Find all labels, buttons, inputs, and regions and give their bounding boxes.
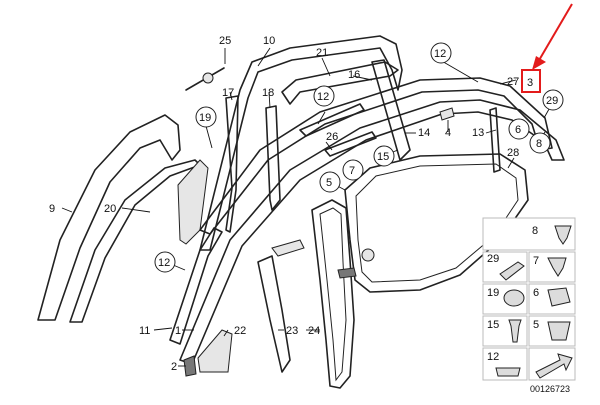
callout-18: 18 xyxy=(262,87,274,99)
callout-9: 9 xyxy=(49,203,55,215)
red-arrowhead xyxy=(532,56,546,70)
callouts: 25 10 21 16 17 18 12 27 3 29 12 19 26 14… xyxy=(49,35,564,373)
legend-label-5: 5 xyxy=(533,319,539,331)
arrow-sticker-icon xyxy=(535,353,573,379)
legend-label-8: 8 xyxy=(532,225,538,237)
part-13-strip xyxy=(489,107,501,173)
drawing-number: 00126723 xyxy=(530,384,570,394)
retainer-clip-icon xyxy=(547,321,571,341)
fastener-legend: 8 29 7 19 6 15 5 12 00126723 xyxy=(482,217,576,394)
leader-lines xyxy=(61,47,554,367)
callout-6: 6 xyxy=(515,124,521,136)
part-16-strip xyxy=(371,59,411,161)
callout-19: 19 xyxy=(199,112,211,124)
part-18-trim xyxy=(265,105,281,211)
callout-23: 23 xyxy=(286,325,298,337)
callout-17: 17 xyxy=(222,87,234,99)
slide-clip-icon xyxy=(499,261,525,281)
legend-label-29: 29 xyxy=(487,253,499,265)
callout-29-ring xyxy=(542,89,564,111)
highlight-box xyxy=(521,69,541,93)
callout-28: 28 xyxy=(507,147,519,159)
legend-label-15: 15 xyxy=(487,319,499,331)
callout-22: 22 xyxy=(234,325,246,337)
part-2-bracket xyxy=(183,355,197,377)
part-25-screw-head xyxy=(202,72,214,84)
callout-12-c: 12 xyxy=(158,257,170,269)
part-4-clip xyxy=(439,107,455,121)
part-1-pillar-strip xyxy=(169,227,223,345)
callout-15-ring xyxy=(373,145,395,167)
callout-2: 2 xyxy=(171,361,177,373)
callout-1: 1 xyxy=(175,325,181,337)
part-24-door-seal-inner xyxy=(319,207,347,382)
callout-12-b: 12 xyxy=(317,91,329,103)
callout-26: 26 xyxy=(326,131,338,143)
part-26-strip xyxy=(324,131,377,157)
callout-5: 5 xyxy=(326,177,332,189)
part-5-small-clip xyxy=(337,267,357,279)
round-clip-icon xyxy=(503,289,525,307)
part-29-roof-strip xyxy=(179,99,565,365)
part-22-corner-piece xyxy=(197,329,233,373)
part-15-strip xyxy=(299,103,365,137)
callout-16: 16 xyxy=(348,69,360,81)
callout-8: 8 xyxy=(536,138,542,150)
callout-21: 21 xyxy=(316,47,328,59)
callout-3-highlighted: 3 xyxy=(527,77,533,89)
callout-12-ring-b xyxy=(313,85,335,107)
legend-cell-12 xyxy=(482,347,528,381)
screw-icon xyxy=(508,319,522,343)
bracket-clip-icon xyxy=(547,287,571,307)
callout-7-ring xyxy=(342,159,364,181)
legend-label-6: 6 xyxy=(533,287,539,299)
callout-12-ring-c xyxy=(154,251,176,273)
callout-25: 25 xyxy=(219,35,231,47)
callout-13: 13 xyxy=(472,127,484,139)
callout-27: 27 xyxy=(507,76,519,88)
part-24-door-seal xyxy=(311,199,355,389)
callout-4: 4 xyxy=(445,127,451,139)
callout-24: 24 xyxy=(308,325,320,337)
callout-14: 14 xyxy=(418,127,430,139)
callout-8-ring xyxy=(529,132,551,154)
callout-12-a: 12 xyxy=(434,48,446,60)
callout-29: 29 xyxy=(546,95,558,107)
part-9-outer-seal xyxy=(37,114,181,321)
expanding-clip-icon xyxy=(547,257,567,277)
callout-12-ring-a xyxy=(430,42,452,64)
part-21-frame xyxy=(281,61,399,105)
callout-6-ring xyxy=(508,118,530,140)
callout-15: 15 xyxy=(377,151,389,163)
red-pointer-arrow xyxy=(537,3,573,63)
callout-5-ring xyxy=(319,171,341,193)
part-retainer xyxy=(361,248,375,262)
legend-label-12: 12 xyxy=(487,351,499,363)
part-5-clip xyxy=(271,239,305,257)
legend-label-7: 7 xyxy=(533,255,539,267)
callout-7: 7 xyxy=(349,165,355,177)
legend-label-19: 19 xyxy=(487,287,499,299)
callout-20: 20 xyxy=(104,203,116,215)
push-clip-icon xyxy=(554,225,572,245)
callout-10: 10 xyxy=(263,35,275,47)
callout-11: 11 xyxy=(139,325,150,337)
spring-clip-icon xyxy=(495,367,521,377)
part-10-frame-seal xyxy=(199,35,403,251)
part-23-seal xyxy=(257,255,291,373)
callout-19-ring xyxy=(195,106,217,128)
